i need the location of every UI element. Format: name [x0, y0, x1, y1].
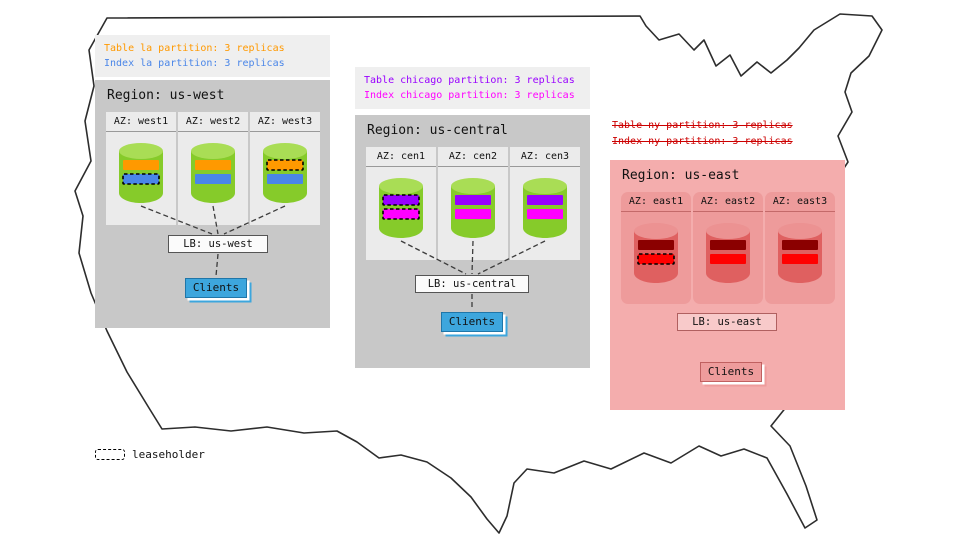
- az-row: AZ: west1 AZ: west2 AZ: west3: [106, 112, 320, 225]
- load-balancer-us-west: LB: us-west: [168, 235, 268, 253]
- index-partition-replica: [782, 254, 818, 264]
- database-cylinder-icon: [119, 143, 163, 203]
- index-partition-replica: [267, 174, 303, 184]
- legend: leaseholder: [95, 448, 205, 461]
- table-partition-replica: [266, 159, 304, 171]
- region-us-east: Region: us-east AZ: east1 AZ: east2: [610, 160, 845, 410]
- database-cylinder-icon: [706, 223, 750, 283]
- az-label: AZ: cen1: [366, 147, 436, 167]
- annotation-index-chicago: Index chicago partition: 3 replicas: [364, 90, 575, 101]
- clients-box-us-central: Clients: [441, 312, 503, 332]
- annotation-index-ny: Index ny partition: 3 replicas: [612, 136, 793, 147]
- az-label: AZ: cen3: [510, 147, 580, 167]
- az-label: AZ: west2: [178, 112, 248, 132]
- leaseholder-swatch-icon: [95, 449, 125, 460]
- load-balancer-us-central: LB: us-central: [415, 275, 529, 293]
- region-us-central: Region: us-central AZ: cen1 AZ: cen2: [355, 115, 590, 368]
- az-box-west1: AZ: west1: [106, 112, 176, 225]
- annotation-us-west: Table la partition: 3 replicas Index la …: [95, 35, 330, 77]
- az-label: AZ: west3: [250, 112, 320, 132]
- load-balancer-us-east: LB: us-east: [677, 313, 777, 331]
- database-cylinder-icon: [191, 143, 235, 203]
- annotation-table-ny: Table ny partition: 3 replicas: [612, 120, 793, 131]
- legend-label: leaseholder: [132, 448, 205, 461]
- az-box-cen2: AZ: cen2: [438, 147, 508, 260]
- table-partition-replica: [638, 240, 674, 250]
- az-box-west2: AZ: west2: [178, 112, 248, 225]
- database-cylinder-icon: [379, 178, 423, 238]
- region-title: Region: us-central: [367, 123, 508, 138]
- index-partition-replica: [637, 253, 675, 265]
- az-box-cen1: AZ: cen1: [366, 147, 436, 260]
- az-box-east2: AZ: east2: [693, 192, 763, 304]
- az-label: AZ: west1: [106, 112, 176, 132]
- index-partition-replica: [527, 209, 563, 219]
- annotation-table-chicago: Table chicago partition: 3 replicas: [364, 75, 575, 86]
- table-partition-replica: [710, 240, 746, 250]
- index-partition-replica: [710, 254, 746, 264]
- table-partition-replica: [527, 195, 563, 205]
- table-partition-replica: [382, 194, 420, 206]
- clients-box-us-west: Clients: [185, 278, 247, 298]
- az-row: AZ: east1 AZ: east2 AZ: east3: [621, 192, 835, 304]
- us-map-outline: [74, 13, 883, 534]
- annotation-us-central: Table chicago partition: 3 replicas Inde…: [355, 67, 590, 109]
- az-box-cen3: AZ: cen3: [510, 147, 580, 260]
- database-cylinder-icon: [263, 143, 307, 203]
- database-cylinder-icon: [523, 178, 567, 238]
- table-partition-replica: [455, 195, 491, 205]
- annotation-index-la: Index la partition: 3 replicas: [104, 58, 285, 69]
- database-cylinder-icon: [451, 178, 495, 238]
- az-box-east1: AZ: east1: [621, 192, 691, 304]
- index-partition-replica: [455, 209, 491, 219]
- table-partition-replica: [195, 160, 231, 170]
- annotation-table-la: Table la partition: 3 replicas: [104, 43, 285, 54]
- clients-box-us-east: Clients: [700, 362, 762, 382]
- table-partition-replica: [123, 160, 159, 170]
- az-box-west3: AZ: west3: [250, 112, 320, 225]
- az-label: AZ: cen2: [438, 147, 508, 167]
- index-partition-replica: [195, 174, 231, 184]
- database-cylinder-icon: [634, 223, 678, 283]
- az-box-east3: AZ: east3: [765, 192, 835, 304]
- az-label: AZ: east1: [621, 192, 691, 212]
- region-us-west: Region: us-west AZ: west1 AZ: west2: [95, 80, 330, 328]
- index-partition-replica: [122, 173, 160, 185]
- az-row: AZ: cen1 AZ: cen2 AZ: cen3: [366, 147, 580, 260]
- az-label: AZ: east2: [693, 192, 763, 212]
- az-label: AZ: east3: [765, 192, 835, 212]
- table-partition-replica: [782, 240, 818, 250]
- region-title: Region: us-west: [107, 88, 225, 103]
- annotation-us-east: Table ny partition: 3 replicas Index ny …: [612, 118, 793, 150]
- database-cylinder-icon: [778, 223, 822, 283]
- region-title: Region: us-east: [622, 168, 740, 183]
- index-partition-replica: [382, 208, 420, 220]
